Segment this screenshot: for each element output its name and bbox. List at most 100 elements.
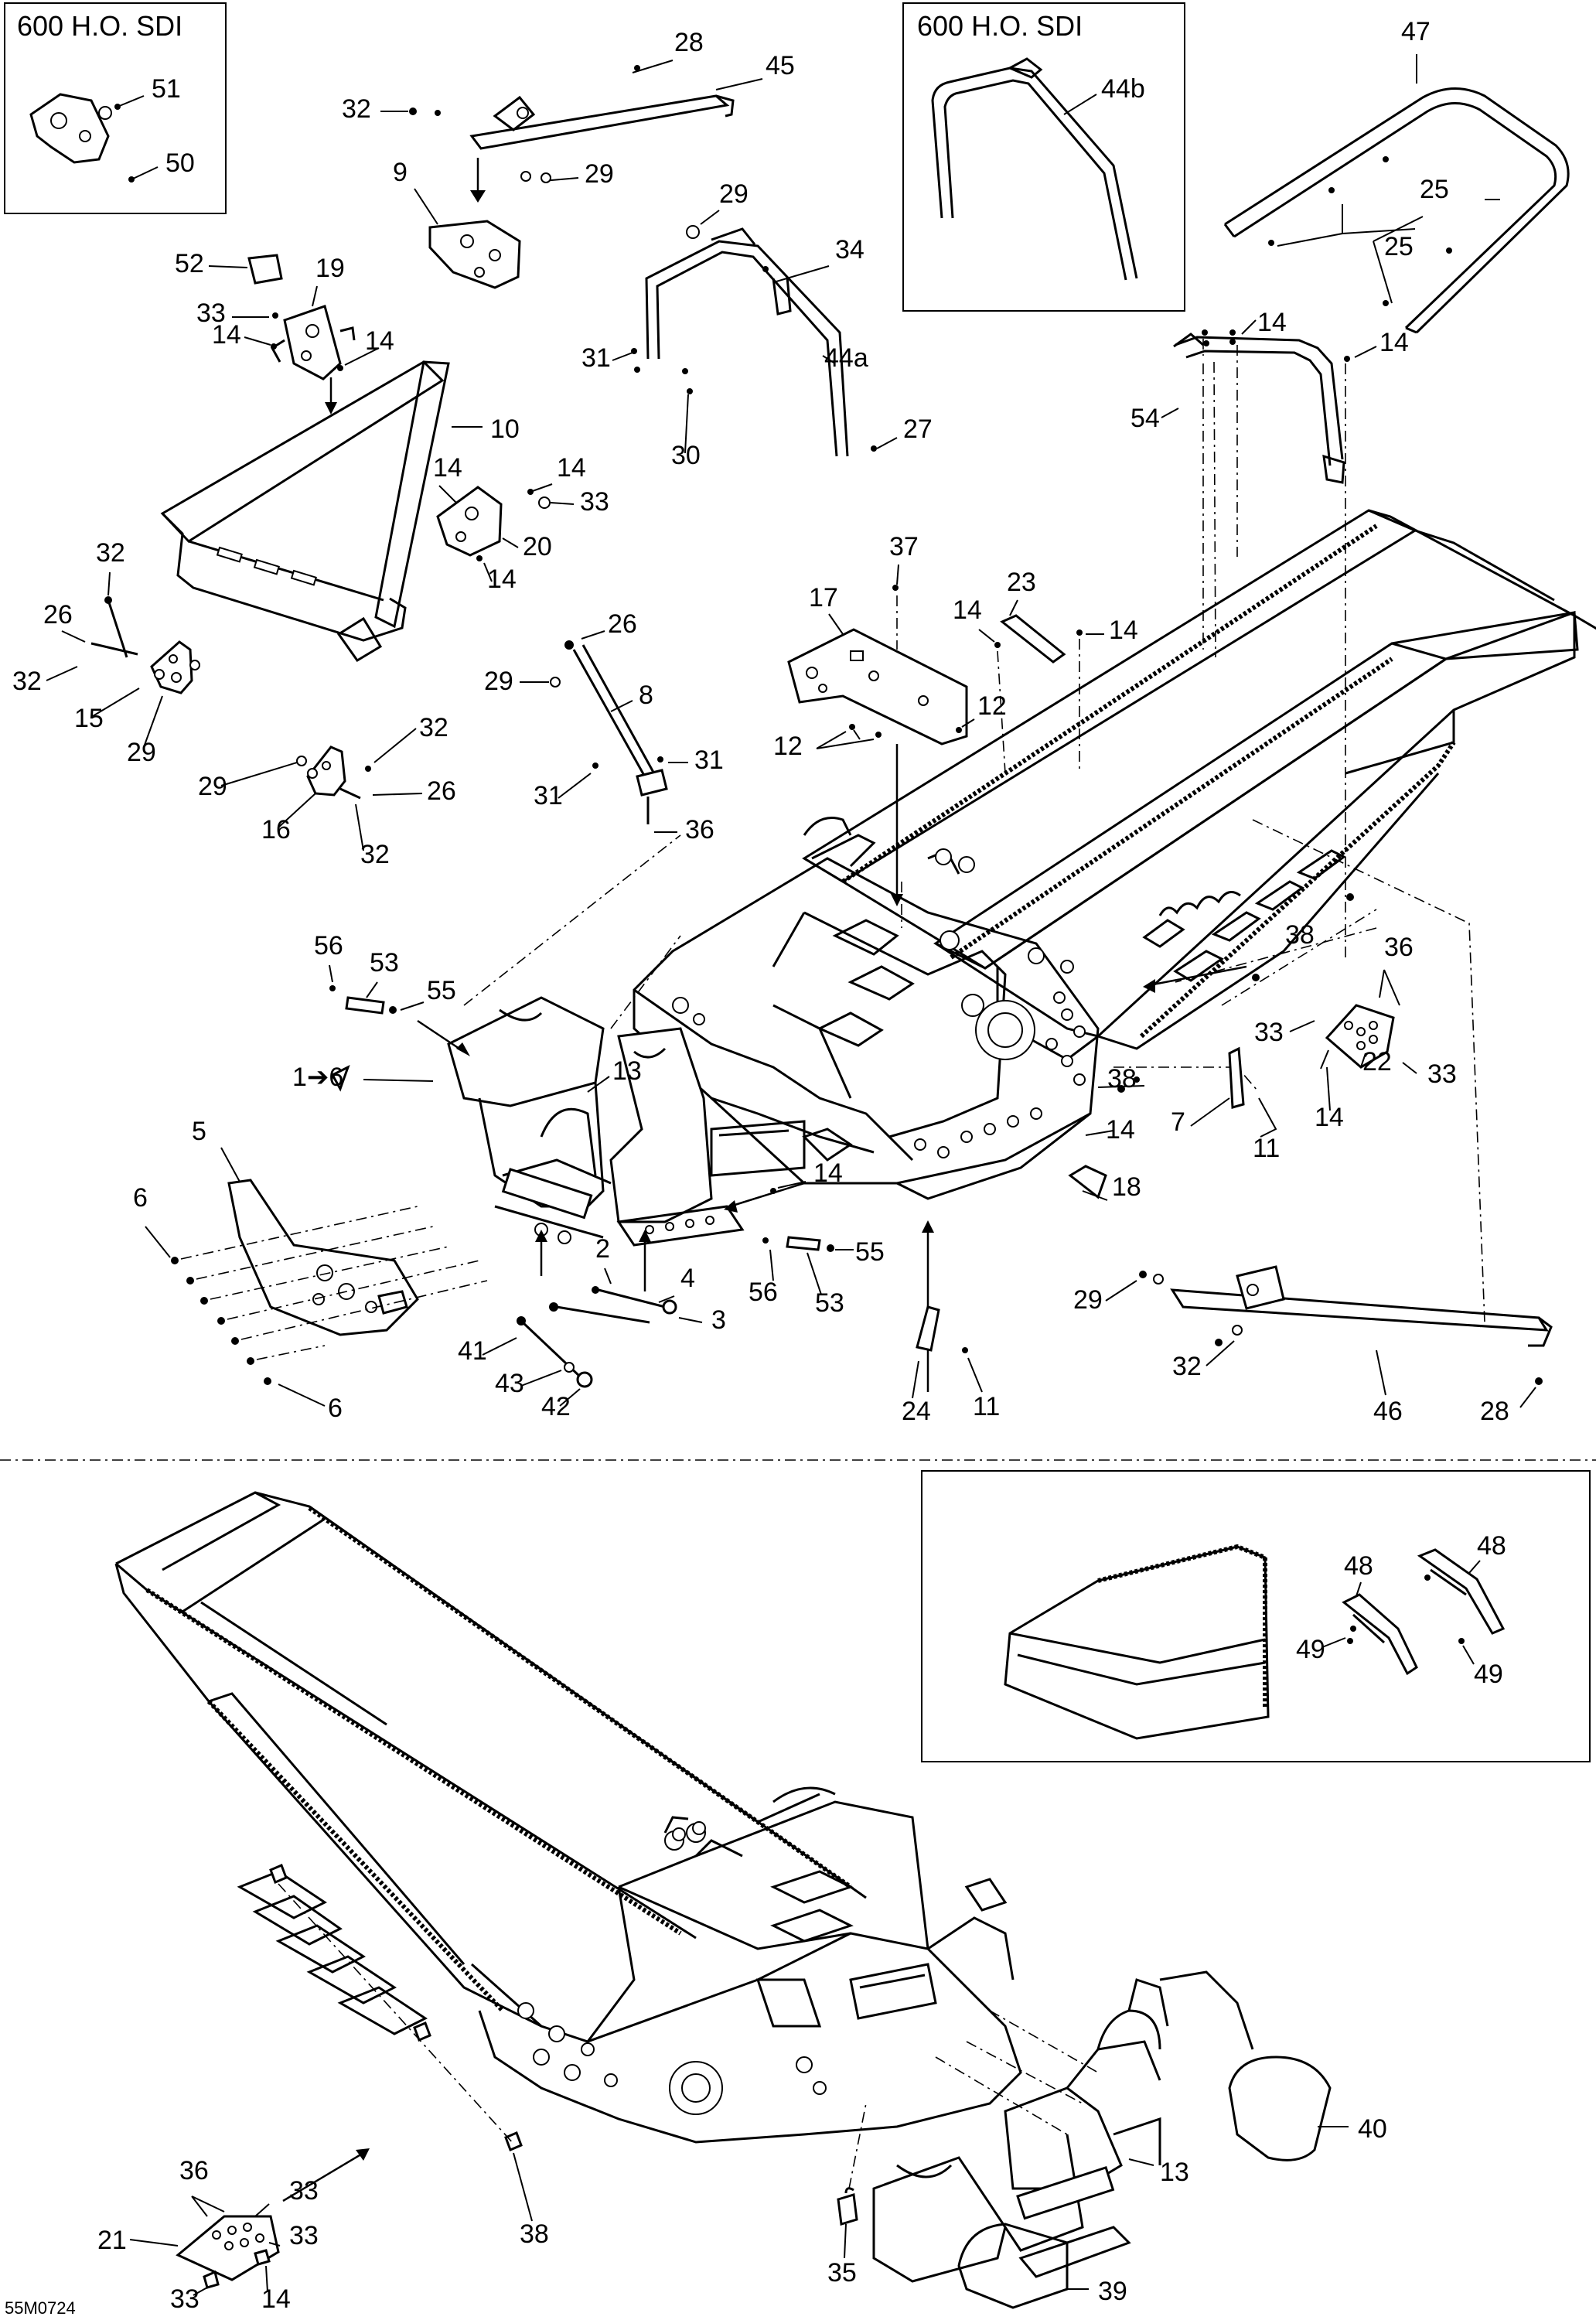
drawing-code: 55M0724 xyxy=(5,2298,76,2318)
callout-label: 14 xyxy=(1109,616,1138,645)
callout-label: 6 xyxy=(328,1394,343,1423)
part-10-front-frame xyxy=(160,360,483,663)
callout-label: 36 xyxy=(1384,933,1414,962)
callout-label: 46 xyxy=(1373,1397,1403,1426)
callout-label: 13 xyxy=(1160,2158,1189,2187)
callout-label: 26 xyxy=(427,776,456,806)
part-47-rear-bumper xyxy=(1223,54,1570,334)
callout-label: 27 xyxy=(903,415,933,444)
callout-label: 48 xyxy=(1477,1531,1506,1561)
callout-label: 44a xyxy=(824,343,868,373)
part-46-rear-bar xyxy=(1105,1265,1553,1408)
callout-label: 55 xyxy=(855,1237,885,1267)
callout-label: 53 xyxy=(370,948,399,977)
callout-label: 5 xyxy=(192,1117,206,1146)
part-1-6-front-bracket xyxy=(330,996,612,1244)
part-35-bushing xyxy=(837,2103,867,2259)
callout-label: 14 xyxy=(365,326,394,356)
callout-label: 17 xyxy=(809,583,838,612)
callout-label: 33 xyxy=(1427,1059,1457,1089)
part-19-bracket xyxy=(232,285,380,415)
callout-label: 25 xyxy=(1420,175,1449,204)
bolt-group-53-right xyxy=(762,1236,854,1295)
callout-label: 26 xyxy=(43,600,73,629)
chassis-upper xyxy=(633,509,1596,1392)
callout-label: 23 xyxy=(1007,568,1036,597)
callout-label: 40 xyxy=(1358,2114,1387,2144)
part-17-bracket xyxy=(787,564,975,906)
lower-front-suspension xyxy=(872,1970,1349,2309)
part-9-bracket xyxy=(414,188,521,289)
callout-label: 8 xyxy=(639,681,653,710)
bolt-group-lower xyxy=(482,1230,703,1407)
callout-label: 47 xyxy=(1401,17,1431,46)
callout-label: 18 xyxy=(1112,1172,1141,1202)
variant-box-right: 600 H.O. SDI xyxy=(902,2,1185,312)
chassis-lower xyxy=(114,1491,1022,2144)
callout-label: 14 xyxy=(261,2284,291,2314)
part-20-bracket xyxy=(436,483,575,582)
callout-label: 28 xyxy=(1480,1397,1509,1426)
callout-label: 19 xyxy=(315,254,345,283)
part-24-clip xyxy=(912,1305,983,1399)
bolt-group-53-top xyxy=(329,964,470,1056)
callout-label: 33 xyxy=(289,2176,319,2206)
callout-label: 42 xyxy=(541,1392,571,1421)
callout-label: 29 xyxy=(585,159,614,189)
callout-label: 4 xyxy=(680,1264,695,1293)
callout-label: 50 xyxy=(165,148,195,178)
callout-label: 10 xyxy=(490,415,520,444)
variant-box-title: 600 H.O. SDI xyxy=(917,10,1083,42)
part-21-footrest xyxy=(129,2148,370,2296)
callout-label: 32 xyxy=(12,667,42,696)
callout-label: 14 xyxy=(1379,328,1409,357)
callout-label: 6 xyxy=(133,1183,148,1213)
callout-label: 20 xyxy=(523,532,552,561)
part-15-bracket xyxy=(46,571,200,748)
callout-label: 29 xyxy=(1073,1285,1103,1315)
callout-label: 14 xyxy=(953,595,982,625)
bolt-lines-6 xyxy=(145,834,681,1407)
callout-label: 33 xyxy=(289,2221,319,2250)
callout-label: 39 xyxy=(1098,2277,1127,2306)
callout-label: 25 xyxy=(1384,232,1414,261)
part-23-strap xyxy=(978,599,1104,774)
callout-label: 48 xyxy=(1344,1551,1373,1581)
callout-label: 29 xyxy=(198,772,227,801)
callout-label: 33 xyxy=(1254,1018,1284,1047)
callout-label: 38 xyxy=(1107,1064,1137,1093)
callout-labels: 5150284532299293444a31302744b47252514145… xyxy=(12,17,1509,2314)
part-16-bracket xyxy=(220,728,423,851)
callout-label: 45 xyxy=(766,51,795,80)
part-52-clip xyxy=(208,254,283,285)
callout-label: 34 xyxy=(835,235,864,264)
lower-plugs-38 xyxy=(269,1864,533,2222)
callout-label: 28 xyxy=(674,28,704,57)
callout-label: 14 xyxy=(487,565,517,594)
callout-label: 12 xyxy=(773,732,803,761)
callout-label: 32 xyxy=(96,538,125,568)
variant-box-title: 600 H.O. SDI xyxy=(17,10,182,42)
callout-label: 32 xyxy=(360,840,390,869)
callout-label: 53 xyxy=(815,1288,844,1318)
callout-label: 38 xyxy=(1285,920,1315,950)
callout-label: 14 xyxy=(433,453,462,483)
callout-label: 33 xyxy=(580,487,609,517)
part-22-footrest xyxy=(1289,969,1417,1111)
callout-label: 38 xyxy=(520,2219,549,2249)
callout-label: 35 xyxy=(827,2258,857,2288)
callout-label: 26 xyxy=(608,609,637,639)
callout-label: 15 xyxy=(74,704,104,733)
callout-label: 2 xyxy=(595,1234,610,1264)
callout-label: 24 xyxy=(902,1397,931,1426)
callout-label: 11 xyxy=(973,1392,1000,1421)
callout-label: 16 xyxy=(261,815,291,844)
callout-label: 13 xyxy=(612,1056,642,1086)
callout-label: 22 xyxy=(1362,1047,1392,1076)
callout-label: 32 xyxy=(342,94,371,124)
callout-label: 36 xyxy=(685,815,714,844)
part-54-bar xyxy=(1161,319,1377,959)
inset-box-48-49 xyxy=(921,1470,1591,1762)
callout-label: 29 xyxy=(484,667,513,696)
